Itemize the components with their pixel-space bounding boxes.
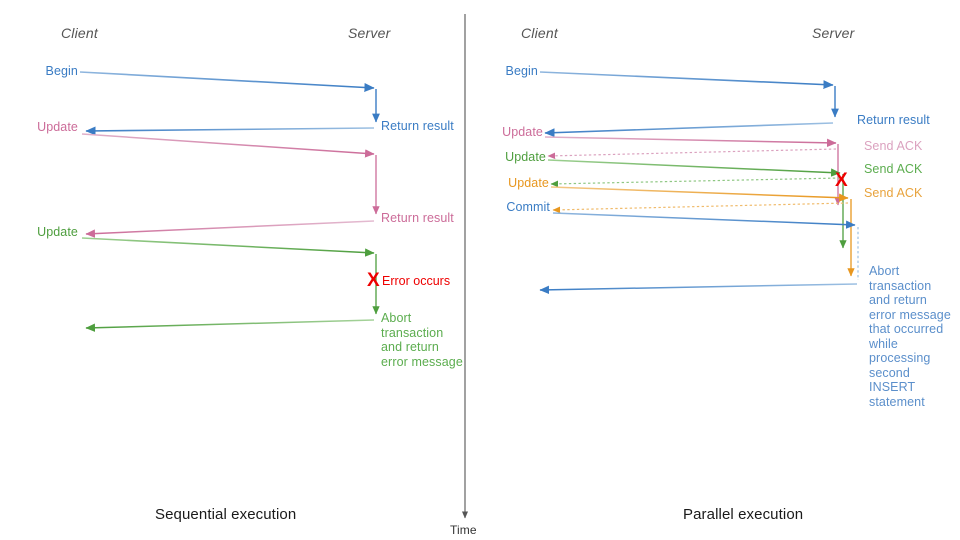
left-client-label-begin: Begin (45, 64, 78, 78)
right-client-label-update-3: Update (508, 176, 549, 190)
right-server-label-send-ack-3: Send ACK (864, 186, 923, 200)
left-panel-caption: Sequential execution (155, 506, 297, 523)
right-actor-server-label: Server (812, 25, 855, 41)
left-actor-client-label: Client (61, 25, 98, 41)
right-client-label-update-1: Update (502, 125, 543, 139)
left-client-label-update-2: Update (37, 225, 78, 239)
left-server-label-return-result-1: Return result (381, 119, 454, 133)
left-client-label-update-1: Update (37, 120, 78, 134)
arrow-update-pink-request-left (81, 133, 375, 158)
left-abort-note: Abort transaction and return error messa… (381, 311, 463, 369)
arrow-update-green-request-right (547, 159, 841, 177)
left-error-occurs-label: Error occurs (382, 274, 451, 288)
time-axis-label: Time (450, 523, 477, 537)
arrow-return-result-pink-left (85, 220, 375, 238)
arrow-commit-request-right (552, 212, 856, 229)
arrow-send-ack-pink-dotted (547, 148, 837, 160)
right-client-label-commit: Commit (506, 200, 550, 214)
arrow-update-green-request-left (81, 237, 375, 257)
right-panel-caption: Parallel execution (683, 506, 804, 523)
right-panel-arrows (539, 71, 859, 295)
arrow-send-ack-orange-dotted (552, 202, 849, 214)
right-server-label-send-ack-1: Send ACK (864, 139, 923, 153)
arrow-send-ack-green-dotted (550, 177, 841, 188)
arrow-abort-blue-right (539, 283, 858, 295)
arrow-return-result-blue-right (544, 122, 834, 138)
arrow-return-result-blue-left (85, 126, 375, 136)
left-error-x-icon: X (367, 270, 380, 291)
arrow-begin-request-right (539, 71, 834, 90)
right-client-label-begin: Begin (505, 64, 538, 78)
arrow-update-pink-request-right (544, 136, 837, 148)
right-client-label-update-2: Update (505, 150, 546, 164)
left-actor-server-label: Server (348, 25, 391, 41)
right-abort-note: Abort transaction and return error messa… (869, 264, 951, 409)
arrow-abort-green-left (85, 319, 375, 332)
right-server-label-return-result: Return result (857, 113, 930, 127)
arrow-begin-request-left (79, 71, 375, 92)
right-server-label-send-ack-2: Send ACK (864, 162, 923, 176)
right-error-x-icon: X (835, 170, 848, 191)
left-panel-arrows (79, 71, 380, 332)
right-actor-client-label: Client (521, 25, 558, 41)
left-server-label-return-result-2: Return result (381, 211, 454, 225)
arrow-update-green2-request-right (550, 186, 849, 202)
